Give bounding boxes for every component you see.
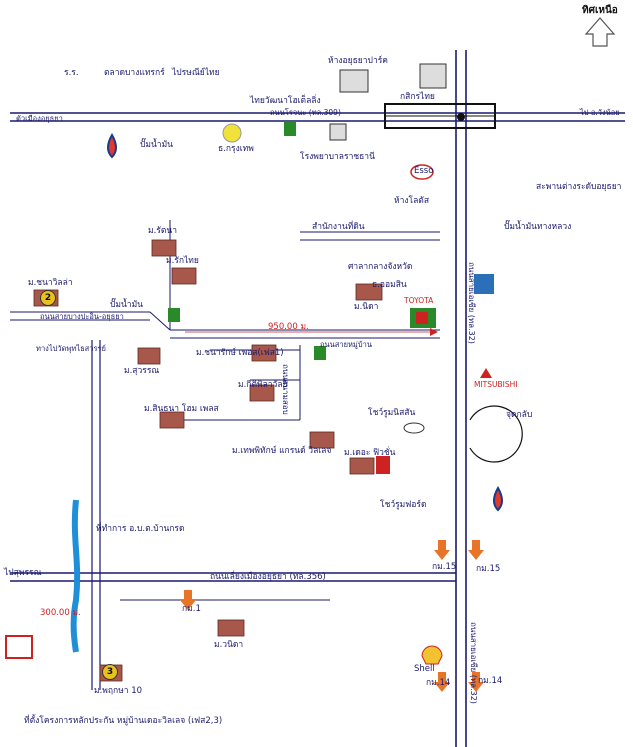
bang-pa-in-road-label: ถนนสายบางปะอิน-อยุธยา bbox=[40, 312, 124, 321]
distance2-label: 300.00 ม. bbox=[40, 608, 81, 618]
village-hill-label: ม.เทพพิทักษ์ แกรนด์ วิลเลจ bbox=[232, 446, 332, 456]
gas-station-left-label: ปั๊มน้ำมัน bbox=[110, 300, 143, 310]
to-suphan-label: ไปสุพรรณ bbox=[4, 568, 42, 578]
sanan-sop-road-label: ถนนสนามสอบ bbox=[281, 364, 290, 415]
bank-label: ธ.กรุงเทพ bbox=[218, 144, 254, 154]
u-turn-icon bbox=[469, 405, 523, 463]
river bbox=[70, 499, 81, 653]
to-city-label: ตัวเมืองอยุธยา bbox=[16, 114, 63, 123]
mitsubishi-icon bbox=[480, 368, 492, 378]
village-wilai-label: ม.ชนาวิลล่า bbox=[28, 278, 73, 288]
asian-highway-lower-label: ถนนสายเอเซีย (ทล.32) bbox=[469, 622, 478, 704]
car-showroom-icon bbox=[474, 274, 494, 294]
esso-label: Esso bbox=[414, 166, 434, 176]
hospital-label: โรงพยาบาลราชธานี bbox=[300, 152, 375, 162]
overpass-label: สะพานต่างระดับอยุธยา bbox=[536, 182, 622, 192]
inner-roads bbox=[10, 220, 440, 601]
distance-arrow bbox=[185, 328, 438, 336]
land-office-label: สำนักงานที่ดิน bbox=[312, 222, 365, 232]
village-phet-label: ม.นิดา bbox=[354, 302, 379, 312]
house-icon bbox=[33, 239, 383, 682]
ford-label: โชว์รูมฟอร์ด bbox=[380, 500, 427, 510]
hotel-label: ไทยวัฒนาโฮเต็ลลิ่ง bbox=[250, 96, 321, 106]
gas-station-label: ปั๊มน้ำมัน bbox=[140, 140, 173, 150]
esso-icon bbox=[410, 164, 434, 180]
village-dusit-label: ม.เดอะ ฟิวชั่น bbox=[344, 448, 396, 458]
mall-label: ห้างอยุธยาปาร์ค bbox=[328, 56, 388, 66]
sao-office-label: ที่ทำการ อ.บ.ต.บ้านกรด bbox=[96, 524, 185, 534]
bypass-road bbox=[10, 572, 456, 582]
court-label: ศาลากลางจังหวัด bbox=[348, 262, 413, 272]
highway-gas-label: ปั๊มน้ำมันทางหลวง bbox=[504, 222, 572, 232]
building-icon bbox=[329, 63, 447, 141]
bank-icon bbox=[222, 123, 242, 143]
school-label: ร.ร. bbox=[64, 68, 79, 78]
gas-station-icon bbox=[107, 132, 503, 512]
to-wat-label: ทางไปวัดพุทไธสวรรย์ bbox=[36, 344, 106, 353]
seven-eleven-icon bbox=[168, 122, 326, 360]
village-saeng-label: ม.สินธนา โฮม เพลส bbox=[144, 404, 219, 414]
mitsubishi-label: MITSUBISHI bbox=[474, 380, 518, 389]
project-badge-3: 3 bbox=[102, 664, 118, 680]
ford-icon bbox=[376, 456, 390, 474]
village-rat-thai-label: ม.รักไทย bbox=[166, 256, 199, 266]
project-caption: ที่ตั้งโครงการหลักประกัน หมู่บ้านเดอะวิล… bbox=[24, 716, 223, 726]
rojana-road bbox=[10, 112, 625, 122]
village-kanda-label: ม.ชนารักษ์ เพอส(เฟส1) bbox=[196, 348, 284, 358]
compass-icon bbox=[584, 17, 616, 47]
north-label: ทิศเหนือ bbox=[582, 5, 618, 16]
nissan-icon bbox=[403, 422, 425, 434]
km-15-b-label: กม.15 bbox=[476, 564, 501, 574]
ksb-label: กสิกรไทย bbox=[400, 92, 435, 102]
asian-highway-road bbox=[455, 50, 467, 747]
nissan-label: โชว์รูมนิสสัน bbox=[368, 408, 416, 418]
overpass-box bbox=[384, 103, 496, 129]
market-label: ตลาดบางแทรกร์ bbox=[104, 68, 165, 78]
village-wanlapha-label: ม.วนิดา bbox=[214, 640, 244, 650]
shell-label: Shell bbox=[414, 664, 435, 674]
km-14-b-label: กม.14 bbox=[478, 676, 503, 686]
overpass-junction bbox=[457, 113, 465, 121]
left-vertical-road bbox=[91, 340, 101, 690]
km-marker-icon bbox=[180, 540, 484, 692]
to-wang-noi-label: ไป อ.วังน้อย bbox=[580, 108, 620, 117]
bypass-road-label: ถนนเลี่ยงเมืองอยุธยา (ทล.356) bbox=[210, 572, 326, 582]
bank2-label: ธ.ออมสิน bbox=[372, 280, 407, 290]
km-14-a-label: กม.14 bbox=[426, 678, 451, 688]
km-1-label: กม.1 bbox=[182, 604, 201, 614]
post-office-label: ไปรษณีย์ไทย bbox=[172, 68, 220, 78]
village-wilairat-label: ม.กิติพิลาวัลย์ bbox=[238, 380, 288, 390]
km-15-a-label: กม.15 bbox=[432, 562, 457, 572]
soi-road-label: ถนนสายหมู่บ้าน bbox=[320, 340, 372, 349]
toyota-icon bbox=[410, 308, 436, 328]
project-site bbox=[5, 635, 33, 659]
shell-icon bbox=[421, 645, 443, 665]
toyota-label: TOYOTA bbox=[404, 296, 434, 305]
village-lalin-label: ม.พฤกษา 10 bbox=[94, 686, 143, 696]
village-suwan-label: ม.สุวรรณ bbox=[124, 366, 160, 376]
distance-label: 950.00 ม. bbox=[268, 322, 309, 332]
junction-label: จุดกลับ bbox=[506, 410, 533, 420]
village-rat-ni-label: ม.รัตนา bbox=[148, 226, 177, 236]
asian-highway-label: ถนนสายเอเซีย (ทล.32) bbox=[467, 262, 476, 344]
lotus-label: ห้างโลตัส bbox=[394, 196, 430, 206]
rojana-road-label: ถนนโรจนะ (ทล.309) bbox=[270, 108, 341, 117]
project-badge-2: 2 bbox=[40, 290, 56, 306]
